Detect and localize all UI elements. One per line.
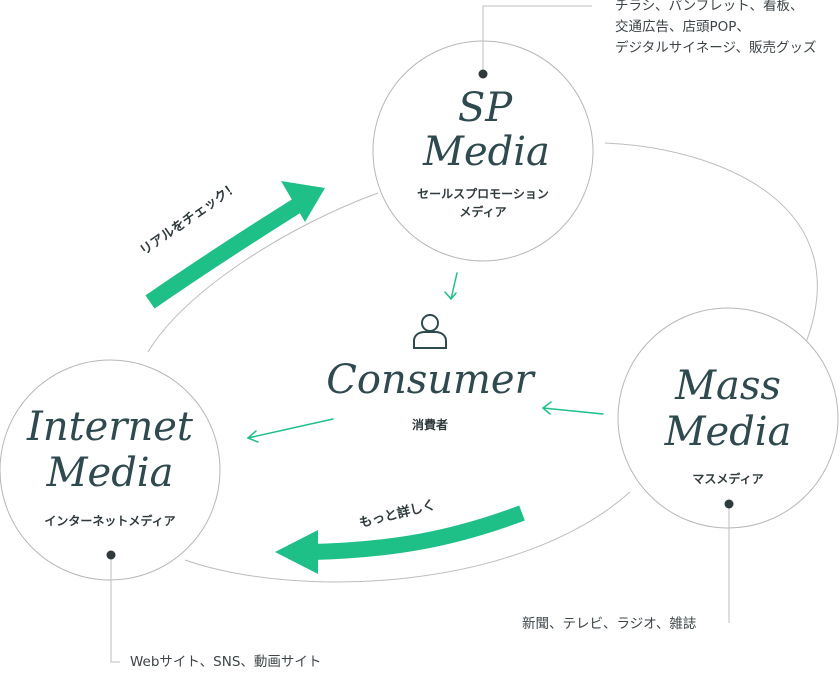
sp-media-note-line: デジタルサイネージ、販売グッズ [615,39,817,56]
internet-media-circle [0,359,221,581]
person-icon [413,314,447,349]
mass-media-title-line1: Mass [675,363,781,409]
mass-media-note: 新聞、テレビ、ラジオ、雑誌 [522,616,697,632]
sp-note-leader [482,5,592,74]
sp-note-dot [478,69,488,79]
sp-media-subtitle: セールスプロモーション メディア [403,185,563,221]
internet-note-dot [106,550,116,560]
sp-media-title-line1: SP [457,85,513,131]
internet-note-leader [110,555,120,663]
big-arrow-internet-to-sp-head [281,181,325,222]
internet-media-title-line2: Media [46,450,174,496]
sp-media-note-line: 交通広告、店頭POP、 [615,18,750,35]
consumer-title: Consumer [326,357,534,403]
connector-mass-internet [184,491,631,583]
internet-media-title-line1: Internet [27,404,193,450]
sp-media-note: チラシ、パンフレット、看板、 交通広告、店頭POP、 デジタルサイネージ、販売グ… [615,0,817,59]
consumer-subtitle: 消費者 [411,418,448,432]
sp-media-subtitle-line2: メディア [459,205,507,219]
mass-note-dot [724,499,734,509]
connector-internet-sp [147,192,379,353]
mass-media-circle [617,307,839,529]
internet-media-subtitle: インターネットメディア [44,514,176,528]
big-arrow-mass-to-internet [311,505,525,560]
arrow-consumer-to-internet [246,418,334,443]
big-arrow-internet-to-sp [145,198,303,309]
sp-media-note-line: チラシ、パンフレット、看板、 [615,0,804,14]
big-arrow-mass-to-internet-head [275,530,318,574]
internet-media-note: Webサイト、SNS、動画サイト [130,654,322,670]
arrow-sp-to-consumer [444,272,458,301]
internet-media-title: Internet Media [20,407,200,493]
sp-media-title: SP Media [423,85,550,175]
sp-media-title-line2: Media [423,129,550,175]
sp-media-subtitle-line1: セールスプロモーション [417,187,549,201]
connector-sp-mass [604,142,818,346]
mass-media-subtitle: マスメディア [692,472,764,486]
arrow-mass-to-consumer [541,401,604,415]
mass-media-title-line2: Media [664,409,792,455]
mass-media-title: Mass Media [658,366,798,452]
